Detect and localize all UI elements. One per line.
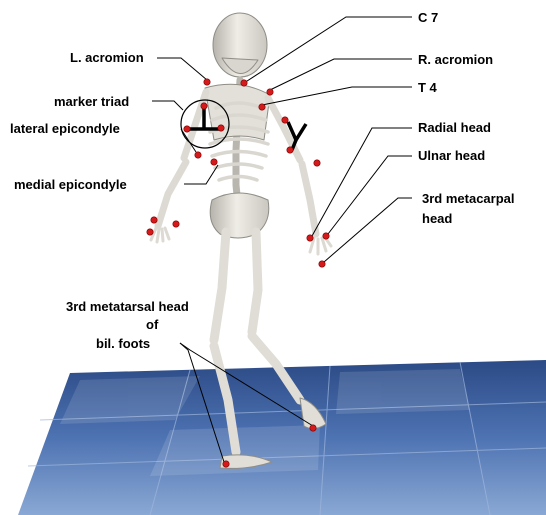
marker-metatarsal-right	[310, 425, 316, 431]
marker-triad-right	[218, 125, 224, 131]
marker-lateral-epicondyle	[195, 152, 201, 158]
marker-left-hand	[147, 229, 153, 235]
marker-metatarsal-left	[223, 461, 229, 467]
marker-forearm-3	[314, 160, 320, 166]
marker-r-acromion	[267, 89, 273, 95]
leader-l-acromion	[157, 58, 207, 80]
label-ulnar-head: Ulnar head	[418, 148, 485, 163]
marker-left-wrist-1	[151, 217, 157, 223]
label-metatarsal-of: of	[146, 317, 158, 332]
leader-metacarpal	[324, 198, 412, 262]
label-metacarpal-head: head	[422, 211, 452, 226]
marker-triad-left	[184, 126, 190, 132]
label-r-acromion: R. acromion	[418, 52, 493, 67]
label-bil-foots: bil. foots	[96, 336, 150, 351]
label-3rd-metacarpal: 3rd metacarpal	[422, 191, 515, 206]
label-l-acromion: L. acromion	[70, 50, 144, 65]
marker-left-wrist-2	[173, 221, 179, 227]
marker-ulnar-head	[323, 233, 329, 239]
label-c7: C 7	[418, 10, 438, 25]
marker-3rd-metacarpal-head	[319, 261, 325, 267]
leader-c7	[244, 17, 412, 83]
marker-medial-epicondyle	[211, 159, 217, 165]
label-medial-epicondyle: medial epicondyle	[14, 177, 127, 192]
marker-forearm-2	[287, 147, 293, 153]
leader-radial-head	[312, 128, 412, 236]
label-t4: T 4	[418, 80, 437, 95]
marker-triad-top	[201, 103, 207, 109]
marker-t4	[259, 104, 265, 110]
floor	[18, 360, 546, 515]
label-lateral-epicondyle: lateral epicondyle	[10, 121, 120, 136]
marker-c7	[241, 80, 247, 86]
leader-medial-epicondyle	[184, 165, 218, 184]
label-radial-head: Radial head	[418, 120, 491, 135]
leader-marker-triad	[152, 101, 183, 110]
leader-r-acromion	[270, 59, 412, 90]
marker-forearm-1	[282, 117, 288, 123]
leader-t4	[262, 87, 412, 105]
marker-radial-head	[307, 235, 313, 241]
label-3rd-metatarsal-head: 3rd metatarsal head	[66, 299, 189, 314]
label-marker-triad: marker triad	[54, 94, 129, 109]
marker-l-acromion	[204, 79, 210, 85]
